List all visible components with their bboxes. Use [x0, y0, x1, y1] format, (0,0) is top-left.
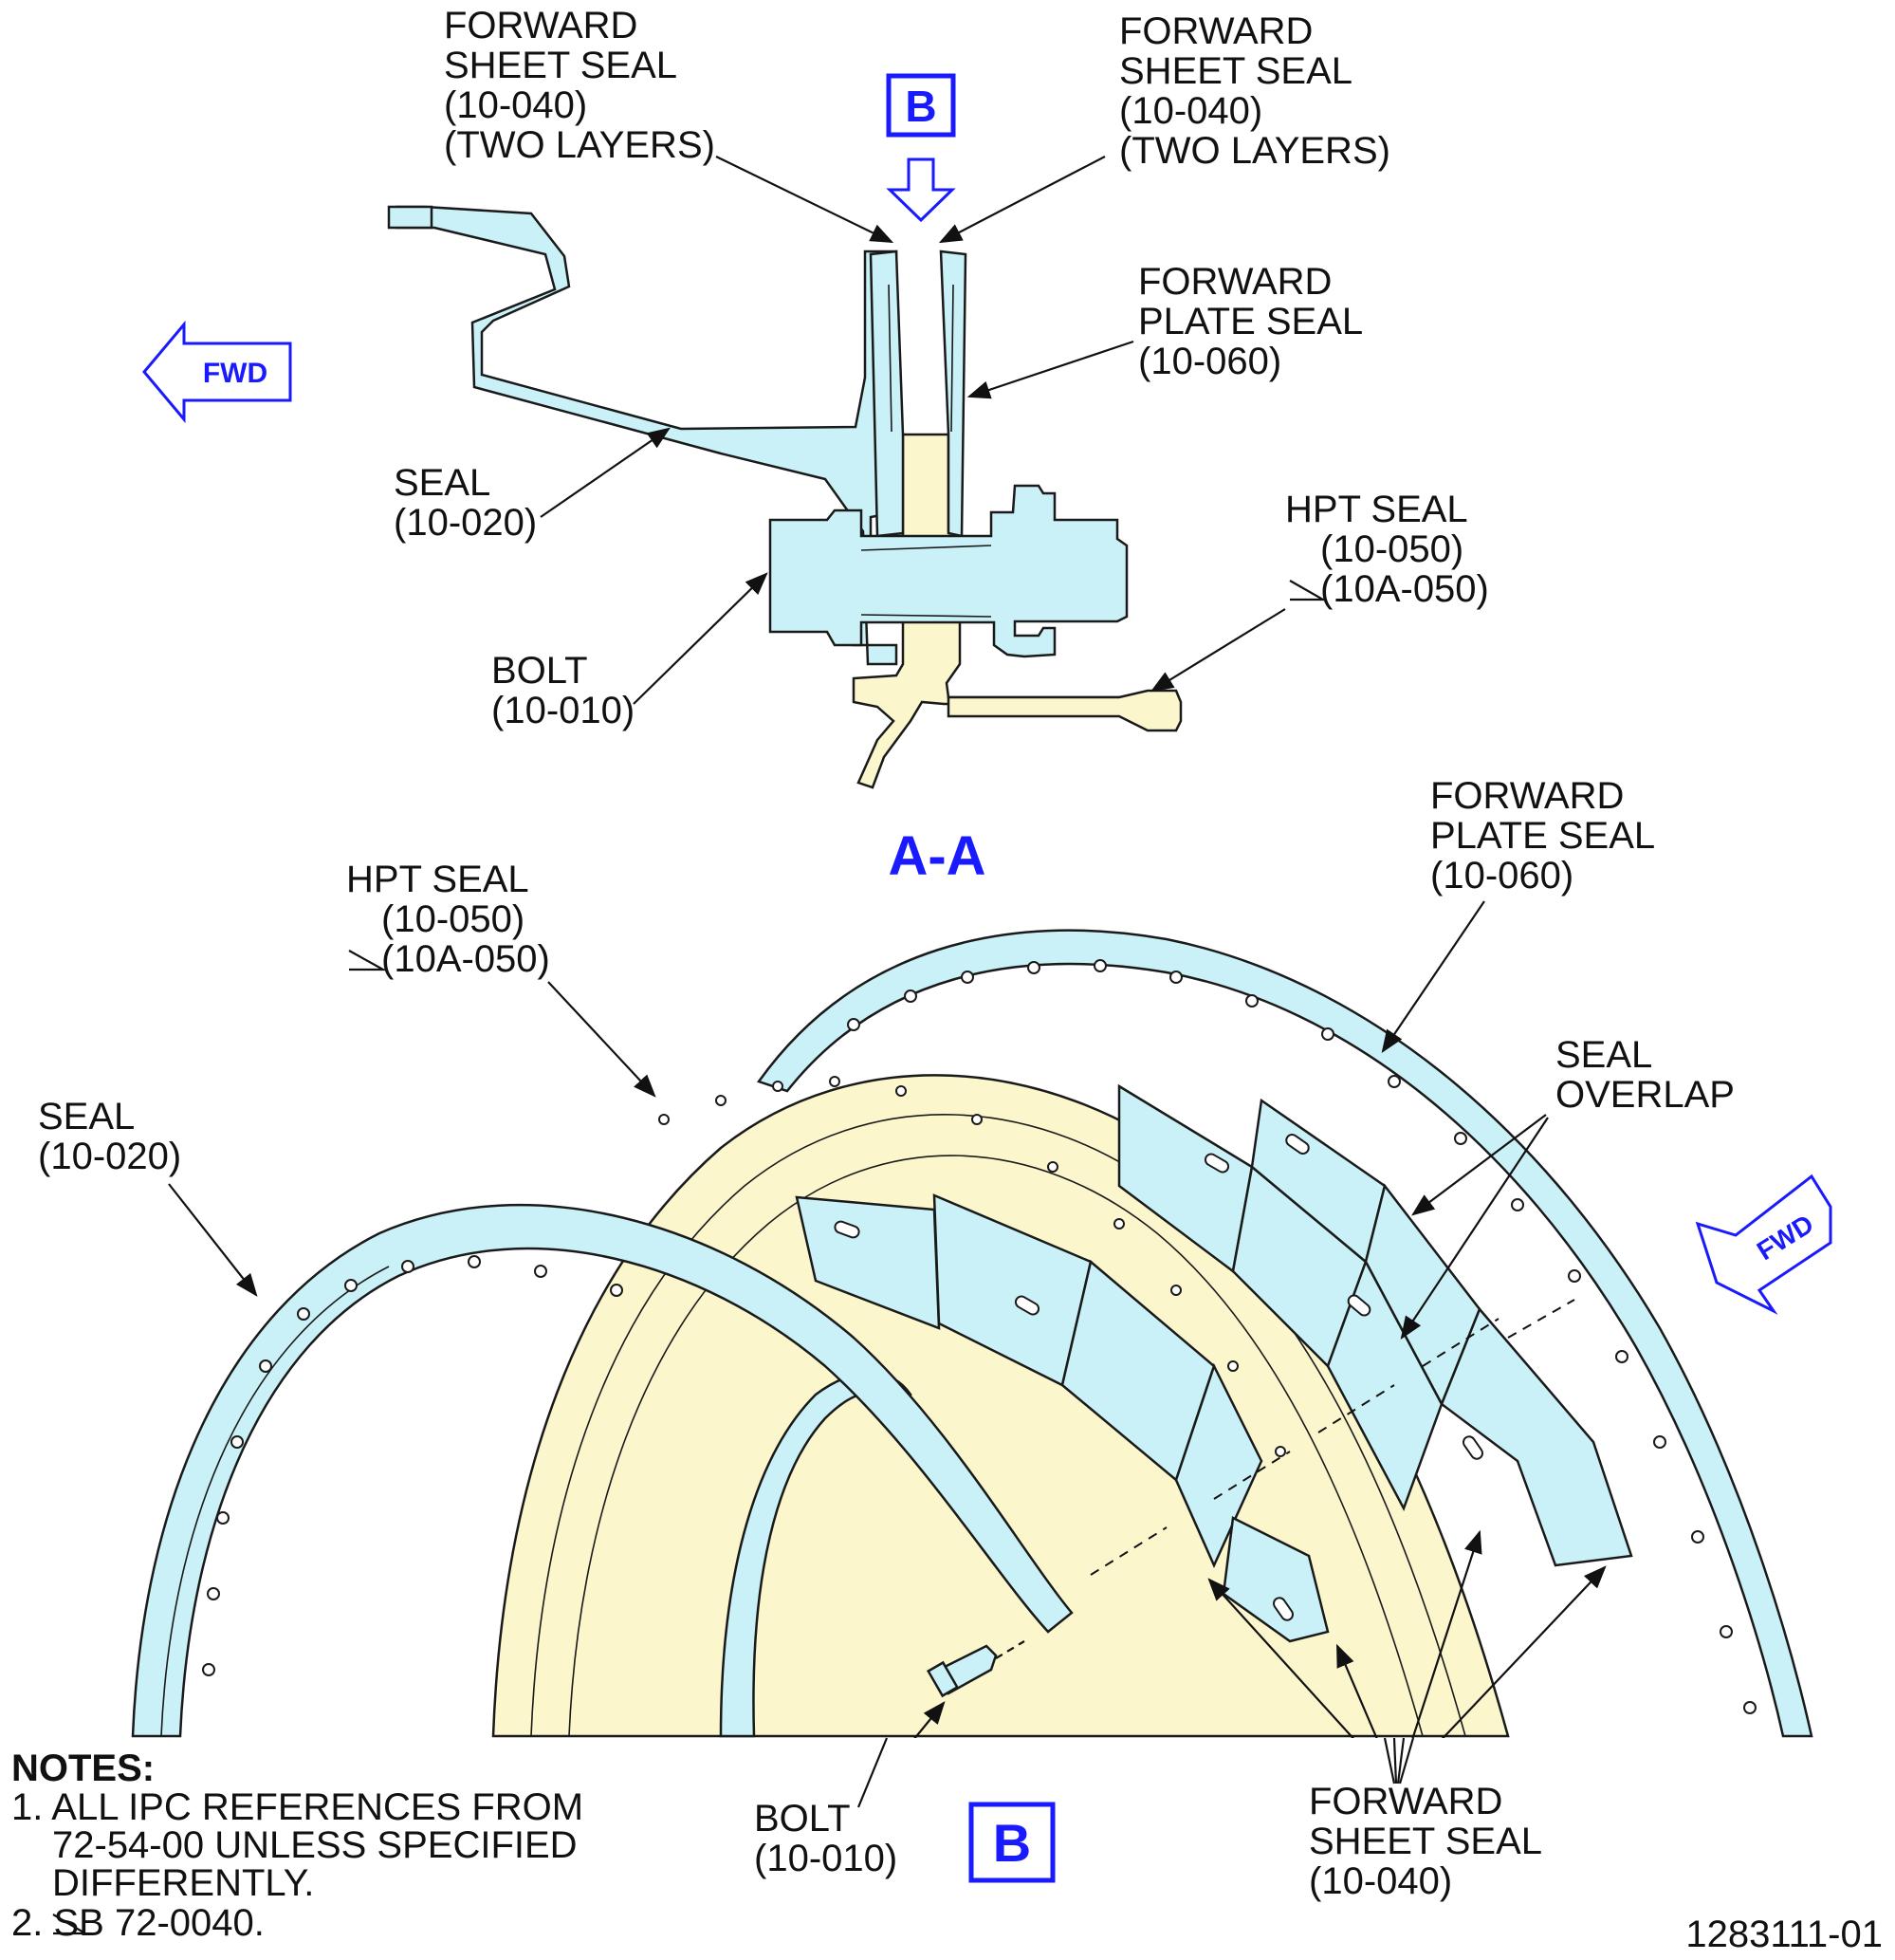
view-b-box-front — [968, 1802, 1056, 1883]
label-b-hpt-seal-2: (10-050) — [381, 898, 524, 940]
forward-plate-seal-ring — [756, 929, 1813, 1738]
label-fwd-sheet-right-3: (10-040) — [1119, 90, 1262, 132]
label-fwd-plate-2: PLATE SEAL — [1138, 301, 1363, 342]
label-hpt-seal-3: (10A-050) — [1320, 568, 1489, 610]
sb-triangle-icon-b — [348, 950, 388, 971]
label-hpt-seal-1: HPT SEAL — [1285, 489, 1468, 530]
sheet-slots — [834, 1133, 1484, 1621]
label-b-seal-2: (10-020) — [38, 1136, 181, 1177]
seal-10-020-ring — [131, 1203, 1074, 1738]
note-2: 2. SB 72-0040. — [11, 1902, 265, 1944]
sb-triangle-icon-note — [52, 1914, 90, 1935]
sheet-segment-4 — [1174, 1362, 1263, 1569]
seal-ring-holes — [202, 1255, 623, 1676]
label-fwd-sheet-left-4: (TWO LAYERS) — [444, 124, 715, 166]
view-b: FWD HPT SEAL (10-050) (10A-050) FORWARD … — [38, 775, 1832, 1902]
label-bolt-1: BOLT — [491, 650, 588, 692]
section-a-a — [387, 205, 1183, 789]
sheet-segment-1 — [795, 1195, 941, 1330]
sb-triangle-icon — [1289, 580, 1328, 601]
section-title-a-a: A-A — [888, 825, 985, 887]
alignment-dashes — [1090, 1299, 1575, 1576]
notes-heading: NOTES: — [11, 1747, 155, 1789]
label-fwd-sheet-right-4: (TWO LAYERS) — [1119, 130, 1390, 172]
note-1-line-3: DIFFERENTLY. — [52, 1862, 314, 1904]
figure-number: 1283111-01 — [1685, 1914, 1883, 1955]
fwd-arrow-right: FWD — [1695, 1174, 1832, 1315]
label-b-fwd-plate-3: (10-060) — [1430, 855, 1573, 897]
label-fwd-sheet-right-1: FORWARD — [1119, 10, 1313, 52]
label-fwd-plate-3: (10-060) — [1138, 341, 1281, 382]
view-b-marker-top: B — [886, 73, 956, 223]
label-b-fwd-sheet-1-front: FORWARD — [1309, 1781, 1502, 1822]
note-1-line-2: 72-54-00 UNLESS SPECIFIED — [52, 1824, 578, 1866]
fwd-arrow-icon-right — [1695, 1174, 1832, 1315]
fwd-arrow-left: FWD — [142, 320, 292, 424]
label-b-fwd-plate-1: FORWARD — [1430, 775, 1624, 817]
view-b-label-top: B — [905, 82, 936, 131]
note-1-line-1: 1. ALL IPC REFERENCES FROM — [11, 1786, 583, 1828]
bottom-mask — [0, 1738, 1895, 1960]
hpt-seal-10-050-section — [947, 689, 1183, 732]
label-b-fwd-sheet-2-front: SHEET SEAL — [1309, 1821, 1542, 1862]
label-seal-2: (10-020) — [394, 502, 537, 544]
forward-sheet-seal-segments — [795, 1083, 1633, 1643]
label-seal-overlap-2: OVERLAP — [1555, 1074, 1735, 1116]
label-b-hpt-seal-1: HPT SEAL — [346, 859, 529, 900]
label-fwd-sheet-left-1: FORWARD — [444, 5, 637, 46]
fwd-label-left: FWD — [203, 358, 267, 389]
label-seal-1: SEAL — [394, 462, 490, 504]
bolt-section — [768, 484, 1129, 658]
notes: NOTES: 1. ALL IPC REFERENCES FROM 72-54-… — [11, 1747, 583, 1944]
sheet-segment-10 — [1440, 1306, 1633, 1567]
label-fwd-sheet-left-2: SHEET SEAL — [444, 45, 677, 86]
fwd-arrow-icon — [142, 320, 292, 424]
down-arrow-icon — [886, 157, 956, 223]
view-b-title-front: B — [993, 1813, 1031, 1873]
forward-plate-ring-holes — [847, 959, 1757, 1714]
bolt-small — [926, 1640, 1025, 1698]
label-b-hpt-seal-3: (10A-050) — [381, 938, 550, 980]
label-fwd-plate-1: FORWARD — [1138, 261, 1332, 303]
label-fwd-sheet-left-3: (10-040) — [444, 84, 587, 126]
forward-plate-seal-left — [869, 250, 905, 538]
forward-plate-seal-right — [939, 250, 967, 538]
label-fwd-sheet-right-2: SHEET SEAL — [1119, 50, 1352, 92]
label-b-bolt-2-front: (10-010) — [754, 1838, 897, 1879]
label-b-seal-1: SEAL — [38, 1096, 135, 1137]
seal-tip — [387, 205, 433, 230]
hpt-ring-holes — [658, 1076, 1286, 1457]
label-seal-overlap-1: SEAL — [1555, 1034, 1652, 1076]
label-b-fwd-plate-2: PLATE SEAL — [1430, 815, 1655, 857]
label-b-bolt-1-front: BOLT — [754, 1798, 851, 1840]
label-b-fwd-sheet-3-front: (10-040) — [1309, 1860, 1452, 1902]
label-bolt-2: (10-010) — [491, 690, 635, 731]
label-hpt-seal-2: (10-050) — [1320, 528, 1463, 570]
section-a-labels: FORWARD SHEET SEAL (10-040) (TWO LAYERS)… — [394, 5, 1489, 887]
